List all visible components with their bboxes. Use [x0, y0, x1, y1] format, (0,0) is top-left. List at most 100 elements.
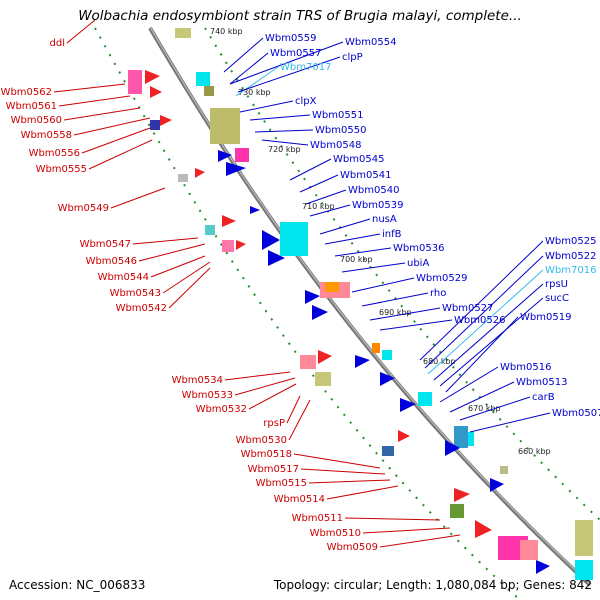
leader-line [362, 527, 451, 534]
gene-label-wbm0527[interactable]: Wbm0527 [442, 303, 493, 314]
gene-label-succ[interactable]: sucC [545, 293, 569, 304]
gene-label-wbm0532[interactable]: Wbm0532 [196, 404, 247, 415]
gene-label-clpx[interactable]: clpX [295, 96, 317, 107]
leader-line [88, 139, 153, 170]
gene-label-wbm0549[interactable]: Wbm0549 [58, 203, 109, 214]
leader-line [445, 316, 519, 393]
outer-ruler [204, 27, 600, 521]
gene-label-wbm0541[interactable]: Wbm0541 [340, 170, 391, 181]
leader-line [224, 371, 291, 381]
gene-label-ubia[interactable]: ubiA [407, 258, 429, 269]
gene-label-wbm0546[interactable]: Wbm0546 [86, 256, 137, 267]
gene-label-rho[interactable]: rho [430, 288, 446, 299]
gene-label-wbm0517[interactable]: Wbm0517 [248, 464, 299, 475]
gene-label-wbm0545[interactable]: Wbm0545 [333, 154, 384, 165]
leader-line [248, 383, 297, 410]
gene-label-wbm0510[interactable]: Wbm0510 [310, 528, 361, 539]
gene-label-wbm0519[interactable]: Wbm0519 [520, 312, 571, 323]
leader-line [326, 485, 399, 500]
gene-label-wbm0539[interactable]: Wbm0539 [352, 200, 403, 211]
leader-line [289, 158, 332, 181]
gene-label-wbm0560[interactable]: Wbm0560 [11, 115, 62, 126]
kbp-tick-label: 660 kbp [518, 447, 551, 456]
kbp-tick-label: 730 kbp [238, 88, 271, 97]
gene-label-wbm0516[interactable]: Wbm0516 [500, 362, 551, 373]
leader-line [223, 37, 264, 73]
leader-line [449, 381, 515, 413]
leader-line [439, 366, 499, 403]
gene-label-wbm0551[interactable]: Wbm0551 [312, 110, 363, 121]
gene-label-wbm7016[interactable]: Wbm7016 [545, 265, 596, 276]
gene-label-wbm0559[interactable]: Wbm0559 [265, 33, 316, 44]
leader-line [249, 114, 311, 121]
leader-line [239, 100, 294, 113]
leader-line [63, 107, 141, 121]
leader-line [229, 41, 344, 85]
leader-line [424, 255, 544, 369]
gene-label-wbm0509[interactable]: Wbm0509 [327, 542, 378, 553]
gene-label-wbm0542[interactable]: Wbm0542 [116, 303, 167, 314]
gene-label-infb[interactable]: infB [382, 229, 402, 240]
gene-label-wbm0518[interactable]: Wbm0518 [241, 449, 292, 460]
leader-line [288, 399, 311, 441]
leader-line [286, 395, 301, 424]
map-title: Wolbachia endosymbiont strain TRS of Bru… [78, 8, 522, 24]
gene-label-nusa[interactable]: nusA [372, 214, 397, 225]
leader-line [237, 56, 341, 93]
leader-line [229, 52, 269, 85]
kbp-tick-label: 680 kbp [423, 357, 456, 366]
gene-label-wbm0547[interactable]: Wbm0547 [80, 239, 131, 250]
gene-label-wbm0543[interactable]: Wbm0543 [110, 288, 161, 299]
gene-label-wbm0555[interactable]: Wbm0555 [36, 164, 87, 175]
gene-label-wbm0540[interactable]: Wbm0540 [348, 185, 399, 196]
leader-line [150, 255, 206, 278]
leader-line [308, 479, 391, 484]
leader-line [459, 396, 531, 421]
leader-line [234, 377, 296, 396]
gene-features [128, 28, 593, 580]
gene-label-wbm0536[interactable]: Wbm0536 [393, 243, 444, 254]
leader-line [293, 453, 381, 469]
leader-line [254, 129, 314, 133]
gene-label-wbm0556[interactable]: Wbm0556 [29, 148, 80, 159]
gene-label-ddl[interactable]: ddl [50, 38, 65, 49]
gene-label-wbm0525[interactable]: Wbm0525 [545, 236, 596, 247]
leader-line [305, 189, 347, 205]
gene-label-rpsu[interactable]: rpsU [545, 279, 568, 290]
gene-label-wbm0554[interactable]: Wbm0554 [345, 37, 396, 48]
gene-label-wbm0507[interactable]: Wbm0507 [552, 408, 600, 419]
accession-text: Accession: NC_006833 [9, 578, 146, 592]
gene-label-carb[interactable]: carB [532, 392, 555, 403]
gene-label-wbm0561[interactable]: Wbm0561 [6, 101, 57, 112]
gene-label-wbm0558[interactable]: Wbm0558 [21, 130, 72, 141]
gene-label-wbm0548[interactable]: Wbm0548 [310, 140, 361, 151]
leader-line [369, 307, 441, 321]
kbp-tick-label: 720 kbp [268, 145, 301, 154]
gene-label-wbm0562[interactable]: Wbm0562 [1, 87, 52, 98]
leader-line [379, 319, 453, 331]
leader-line [351, 277, 415, 293]
leader-line [344, 517, 441, 521]
gene-label-wbm0530[interactable]: Wbm0530 [236, 435, 287, 446]
gene-label-wbm0557[interactable]: Wbm0557 [270, 48, 321, 59]
gene-label-wbm7017[interactable]: Wbm7017 [280, 62, 331, 73]
leader-line [341, 262, 406, 273]
gene-label-wbm0515[interactable]: Wbm0515 [256, 478, 307, 489]
leader-line [261, 139, 309, 146]
gene-label-clpp[interactable]: clpP [342, 52, 363, 63]
gene-label-wbm0514[interactable]: Wbm0514 [274, 494, 325, 505]
gene-label-wbm0529[interactable]: Wbm0529 [416, 273, 467, 284]
gene-label-wbm0513[interactable]: Wbm0513 [516, 377, 567, 388]
gene-label-wbm0544[interactable]: Wbm0544 [98, 272, 149, 283]
gene-label-wbm0522[interactable]: Wbm0522 [545, 251, 596, 262]
leader-line [66, 19, 96, 44]
gene-label-wbm0550[interactable]: Wbm0550 [315, 125, 366, 136]
gene-label-wbm0534[interactable]: Wbm0534 [172, 375, 223, 386]
gene-label-wbm0511[interactable]: Wbm0511 [292, 513, 343, 524]
gene-label-wbm0526[interactable]: Wbm0526 [454, 315, 505, 326]
leader-line [81, 127, 151, 154]
gene-label-wbm0533[interactable]: Wbm0533 [182, 390, 233, 401]
gene-label-rpsp[interactable]: rpsP [263, 418, 285, 429]
leader-line [138, 243, 206, 262]
